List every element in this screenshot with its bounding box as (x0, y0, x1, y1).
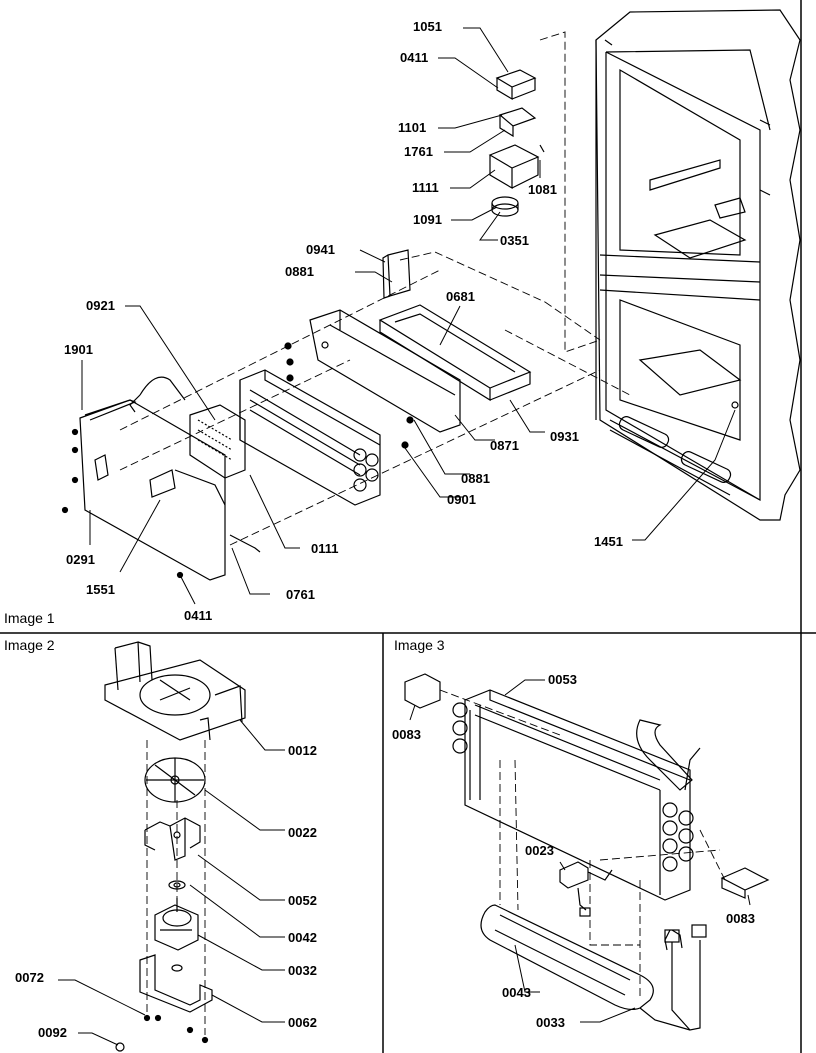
motor-mount (115, 954, 213, 1052)
panel-title-image2: Image 2 (4, 637, 55, 653)
part-label: 0111 (311, 541, 339, 556)
assembly-guide-lines (119, 31, 631, 546)
part-label: 0012 (288, 743, 317, 758)
fan-motor (154, 898, 199, 951)
part-label: 0022 (288, 825, 317, 840)
panel-title-image3: Image 3 (394, 637, 445, 653)
part-label: 0681 (446, 289, 475, 304)
part-label: 1101 (398, 120, 427, 135)
part-label: 0083 (392, 727, 421, 742)
image3-leader-lines (409, 679, 751, 1023)
part-label: 1051 (413, 19, 442, 34)
part-label: 0941 (306, 242, 335, 257)
part-label: 1451 (594, 534, 623, 549)
part-label: 1091 (413, 212, 442, 227)
part-label: 0411 (400, 50, 429, 65)
damper-control-stack (488, 69, 545, 217)
part-label: 0023 (525, 843, 554, 858)
part-label: 0072 (15, 970, 44, 985)
fan-blade (144, 757, 206, 803)
defrost-heater (480, 904, 707, 1031)
part-label: 0043 (502, 985, 531, 1000)
heater-shroud-0921 (189, 404, 246, 479)
fan-assembly (104, 641, 246, 741)
part-label: 0092 (38, 1025, 67, 1040)
bracket-0941 (382, 249, 411, 299)
part-label: 0291 (66, 552, 95, 567)
drain-trough (378, 304, 532, 402)
part-label: 0871 (490, 438, 519, 453)
part-label: 0931 (550, 429, 579, 444)
image1-leader-lines (81, 27, 736, 605)
part-label: 0042 (288, 930, 317, 945)
part-label: 0901 (447, 492, 476, 507)
part-label: 0761 (286, 587, 315, 602)
part-label: 0881 (285, 264, 314, 279)
part-label: 0083 (726, 911, 755, 926)
part-label: 0062 (288, 1015, 317, 1030)
part-label: 0921 (86, 298, 115, 313)
part-label: 0053 (548, 672, 577, 687)
motor-bracket (144, 817, 201, 861)
evaporator-coil (404, 673, 770, 917)
part-label: 0881 (461, 471, 490, 486)
panel-title-image1: Image 1 (4, 610, 55, 626)
wiring-harness (129, 376, 186, 413)
rear-panel-0871 (284, 309, 461, 449)
part-label: 0351 (500, 233, 529, 248)
part-label: 0032 (288, 963, 317, 978)
image2-leader-lines (58, 719, 285, 1046)
evaporator-block (239, 369, 381, 506)
part-label: 0033 (536, 1015, 565, 1030)
part-label: 1901 (64, 342, 93, 357)
part-label: 1761 (404, 144, 433, 159)
part-label: 0411 (184, 608, 213, 623)
part-label: 1081 (528, 182, 557, 197)
image3-guide-lines (439, 689, 726, 1000)
part-label: 1111 (412, 180, 439, 195)
refrigerator-cabinet (595, 9, 801, 521)
front-cover-panel (61, 399, 261, 581)
image2-guide-lines (146, 740, 206, 1035)
part-label: 0052 (288, 893, 317, 908)
part-label: 1551 (86, 582, 115, 597)
